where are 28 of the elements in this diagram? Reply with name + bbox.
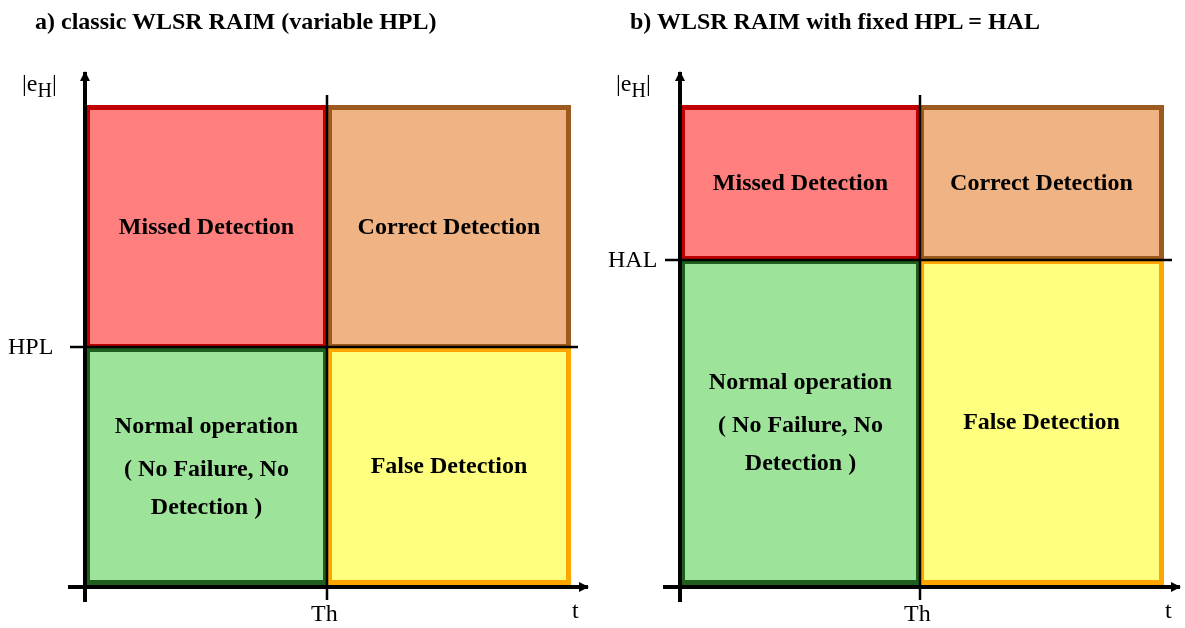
- quadrant-note: ( No Failure, No Detection ): [717, 410, 884, 477]
- quadrant-box: [85, 105, 328, 349]
- quadrant-box: [85, 347, 328, 585]
- axis-label: |e$_{H}$|: [616, 70, 651, 102]
- quadrant-label: Normal operation: [708, 367, 893, 397]
- axis-label: t: [1165, 597, 1172, 624]
- tick-label: HPL: [8, 333, 54, 360]
- quadrant-box: [680, 259, 921, 585]
- quadrant-label: Missed Detection: [118, 212, 295, 242]
- quadrant-label: Normal operation: [114, 411, 299, 441]
- quadrant-label: False Detection: [963, 407, 1120, 437]
- quadrant-box: [327, 347, 571, 585]
- quadrant-box: [327, 105, 571, 349]
- panel-title: a) classic WLSR RAIM (variable HPL): [35, 8, 437, 35]
- tick-label: HAL: [608, 246, 658, 273]
- axis-label: t: [572, 597, 579, 624]
- panel-title: b) WLSR RAIM with fixed HPL = HAL: [630, 8, 1040, 35]
- tick-label: Th: [904, 600, 931, 627]
- quadrant-box: [919, 105, 1164, 261]
- quadrant-label: False Detection: [370, 451, 528, 481]
- quadrant-box: [680, 105, 921, 261]
- axis-label: |e$_{H}$|: [22, 70, 57, 102]
- quadrant-label: Correct Detection: [357, 212, 541, 242]
- quadrant-label: Missed Detection: [712, 168, 889, 198]
- quadrant-label: Correct Detection: [950, 168, 1133, 198]
- quadrant-box: [919, 259, 1164, 585]
- quadrant-note: ( No Failure, No Detection ): [123, 454, 290, 521]
- tick-label: Th: [311, 600, 338, 627]
